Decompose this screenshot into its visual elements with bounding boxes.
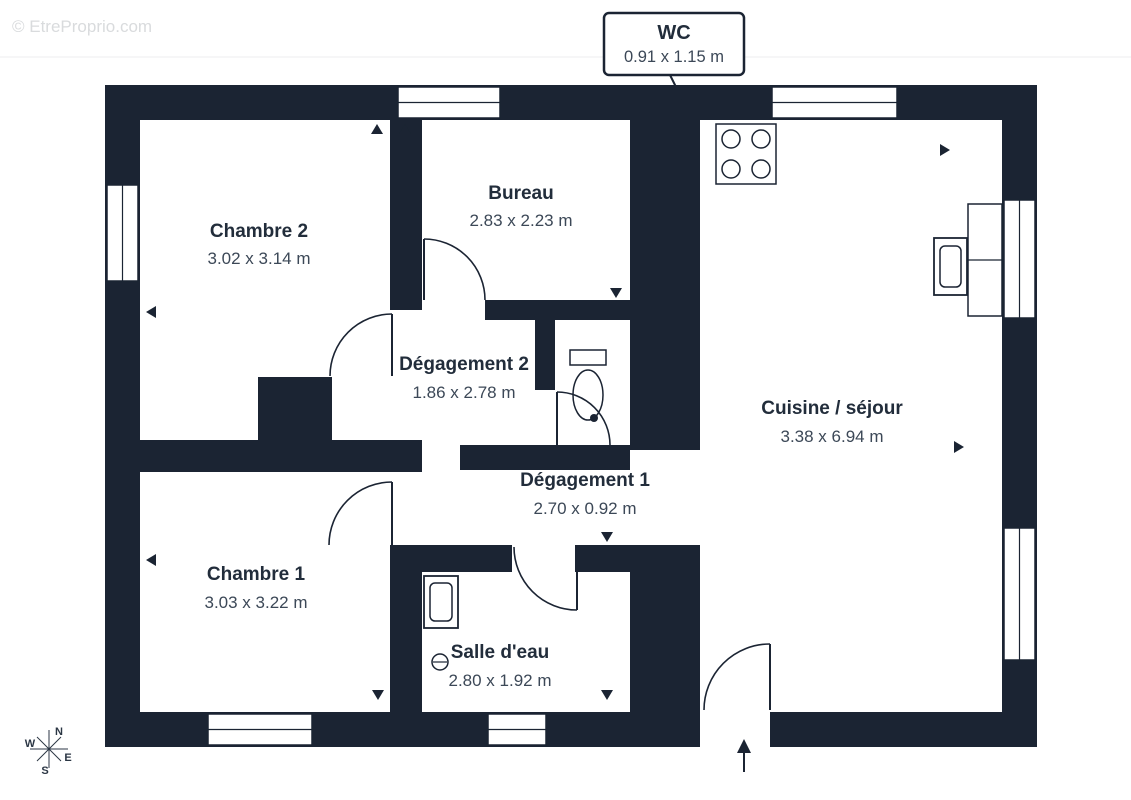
entrance-door-gap	[700, 712, 770, 747]
interior-wall-wc-left	[535, 320, 555, 390]
stove-burner	[721, 159, 741, 179]
dimension-tick	[601, 690, 613, 700]
window-chambre1-bottom	[207, 713, 313, 746]
room-labels: Chambre 2 3.02 x 3.14 m Bureau 2.83 x 2.…	[204, 183, 903, 690]
room-label-bureau: Bureau	[488, 183, 553, 204]
dimension-tick	[146, 306, 156, 318]
entrance-arrow-head	[737, 739, 751, 753]
sink-basin	[939, 245, 962, 288]
room-label-degagement2: Dégagement 2	[399, 354, 529, 375]
fixtures	[423, 123, 968, 671]
wc-callout-leader-line	[669, 74, 683, 100]
bureau-door-arc	[423, 238, 486, 301]
salledeau-door-arc	[513, 546, 578, 611]
compass-icon: N W E S	[25, 726, 72, 777]
room-label-cuisine-sejour: Cuisine / séjour	[761, 398, 903, 419]
compass-axis-diagonal	[36, 736, 62, 762]
stove-outline	[715, 123, 777, 185]
room-label-salledeau: Salle d'eau	[451, 642, 550, 663]
dimension-tick	[601, 532, 613, 542]
stove-burner	[721, 129, 741, 149]
toilet-tank	[569, 349, 607, 366]
dimension-tick	[940, 144, 950, 156]
interior-wall-step	[258, 377, 332, 440]
sink-icon	[423, 575, 459, 671]
compass-east-label: E	[64, 752, 71, 764]
room-dims-degagement1: 2.70 x 0.92 m	[533, 499, 636, 518]
stove-icon	[715, 123, 777, 185]
windows	[106, 86, 1036, 746]
wc-callout: WC 0.91 x 1.15 m	[602, 11, 746, 100]
interior-wall-wc-bottom	[460, 445, 630, 470]
interior-wall-chambre2-bureau	[390, 120, 422, 310]
dimension-tick	[399, 124, 411, 134]
room-dims-bureau: 2.83 x 2.23 m	[469, 211, 572, 230]
compass-west-label: W	[25, 738, 36, 750]
window-chambre2-left	[106, 184, 139, 282]
toilet-icon	[569, 349, 607, 422]
room-label-chambre1: Chambre 1	[207, 564, 306, 585]
entrance-door-arc	[703, 643, 771, 711]
interior-wall-kitchen-left-upper	[630, 85, 700, 450]
interior-wall-chambre2-chambre1	[140, 440, 422, 472]
dimension-ticks	[146, 124, 964, 700]
window-bureau-top	[397, 86, 501, 119]
window-salledeau-bottom	[487, 713, 547, 746]
stove-burner	[751, 129, 771, 149]
room-dims-salledeau: 2.80 x 1.92 m	[448, 671, 551, 690]
entrance-arrow-icon	[737, 739, 751, 772]
room-label-degagement1: Dégagement 1	[520, 470, 650, 491]
interior-wall-salledeau-top-left	[422, 545, 512, 572]
sink-basin	[429, 582, 453, 622]
room-label-chambre2: Chambre 2	[210, 221, 308, 242]
compass-north-label: N	[55, 726, 63, 738]
dimension-tick	[371, 124, 383, 134]
toilet-bowl	[572, 369, 604, 421]
dimension-tick	[954, 441, 964, 453]
interior-wall-chambre1-right	[390, 545, 422, 712]
window-kitchen-right-lower	[1003, 527, 1036, 661]
sink-counter	[423, 575, 459, 629]
room-dims-chambre2: 3.02 x 3.14 m	[207, 249, 310, 268]
wc-door-arc	[556, 391, 611, 446]
compass-south-label: S	[41, 765, 48, 777]
sink-icon	[933, 237, 968, 296]
interior-wall-bureau-bottom	[485, 300, 630, 320]
window-kitchen-top	[771, 86, 898, 119]
room-dims-cuisine-sejour: 3.38 x 6.94 m	[780, 427, 883, 446]
interior-wall-salledeau-top-right	[575, 545, 630, 572]
interior-wall-kitchen-left-lower	[630, 545, 700, 712]
chambre2-door-arc	[329, 313, 393, 377]
wc-callout-dims: 0.91 x 1.15 m	[624, 48, 724, 66]
window-kitchen-right-upper	[967, 199, 1036, 319]
dimension-tick	[610, 288, 622, 298]
toilet-dot	[590, 414, 598, 422]
drain-circle	[431, 653, 449, 671]
watermark: © EtreProprio.com	[12, 17, 152, 36]
room-dims-chambre1: 3.03 x 3.22 m	[204, 593, 307, 612]
doors	[328, 238, 771, 747]
dimension-tick	[372, 690, 384, 700]
stove-burner	[751, 159, 771, 179]
chambre1-door-arc	[328, 481, 393, 546]
wc-callout-name: WC	[657, 22, 690, 44]
dimension-tick	[146, 554, 156, 566]
room-dims-degagement2: 1.86 x 2.78 m	[412, 383, 515, 402]
wc-callout-box	[602, 11, 746, 77]
